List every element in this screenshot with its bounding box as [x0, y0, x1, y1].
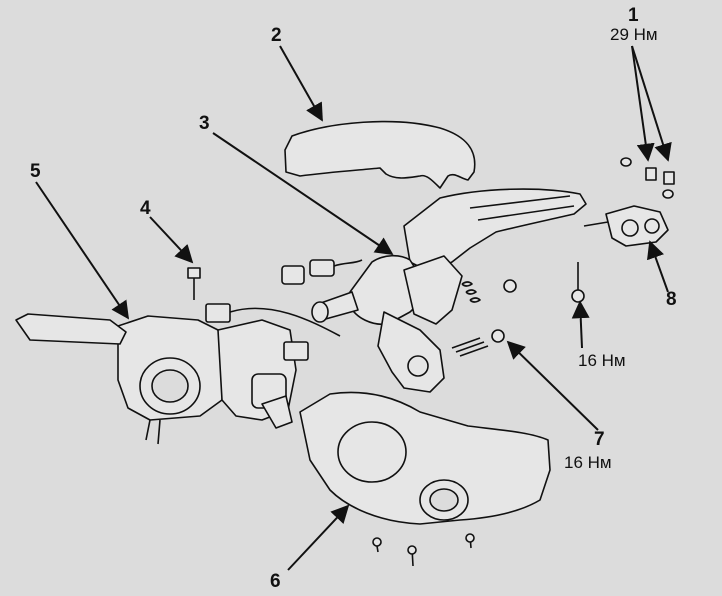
callout-1-torque: 29 Нм	[610, 25, 658, 44]
bolt-4	[187, 267, 201, 279]
column-housing	[403, 188, 587, 273]
callout-8-number: 8	[666, 289, 677, 310]
bolt-right-torque: 16 Нм	[578, 351, 626, 370]
callout-3-number: 3	[199, 113, 210, 134]
callout-7-torque: 16 Нм	[564, 453, 612, 472]
upper-column-cover	[284, 120, 476, 189]
callout-5-number: 5	[30, 161, 41, 182]
callout-1-number: 1	[628, 5, 639, 26]
callout-6-number: 6	[270, 571, 281, 592]
callout-4-number: 4	[140, 198, 151, 219]
callout-2-number: 2	[271, 25, 282, 46]
callout-7-number: 7	[594, 429, 605, 450]
